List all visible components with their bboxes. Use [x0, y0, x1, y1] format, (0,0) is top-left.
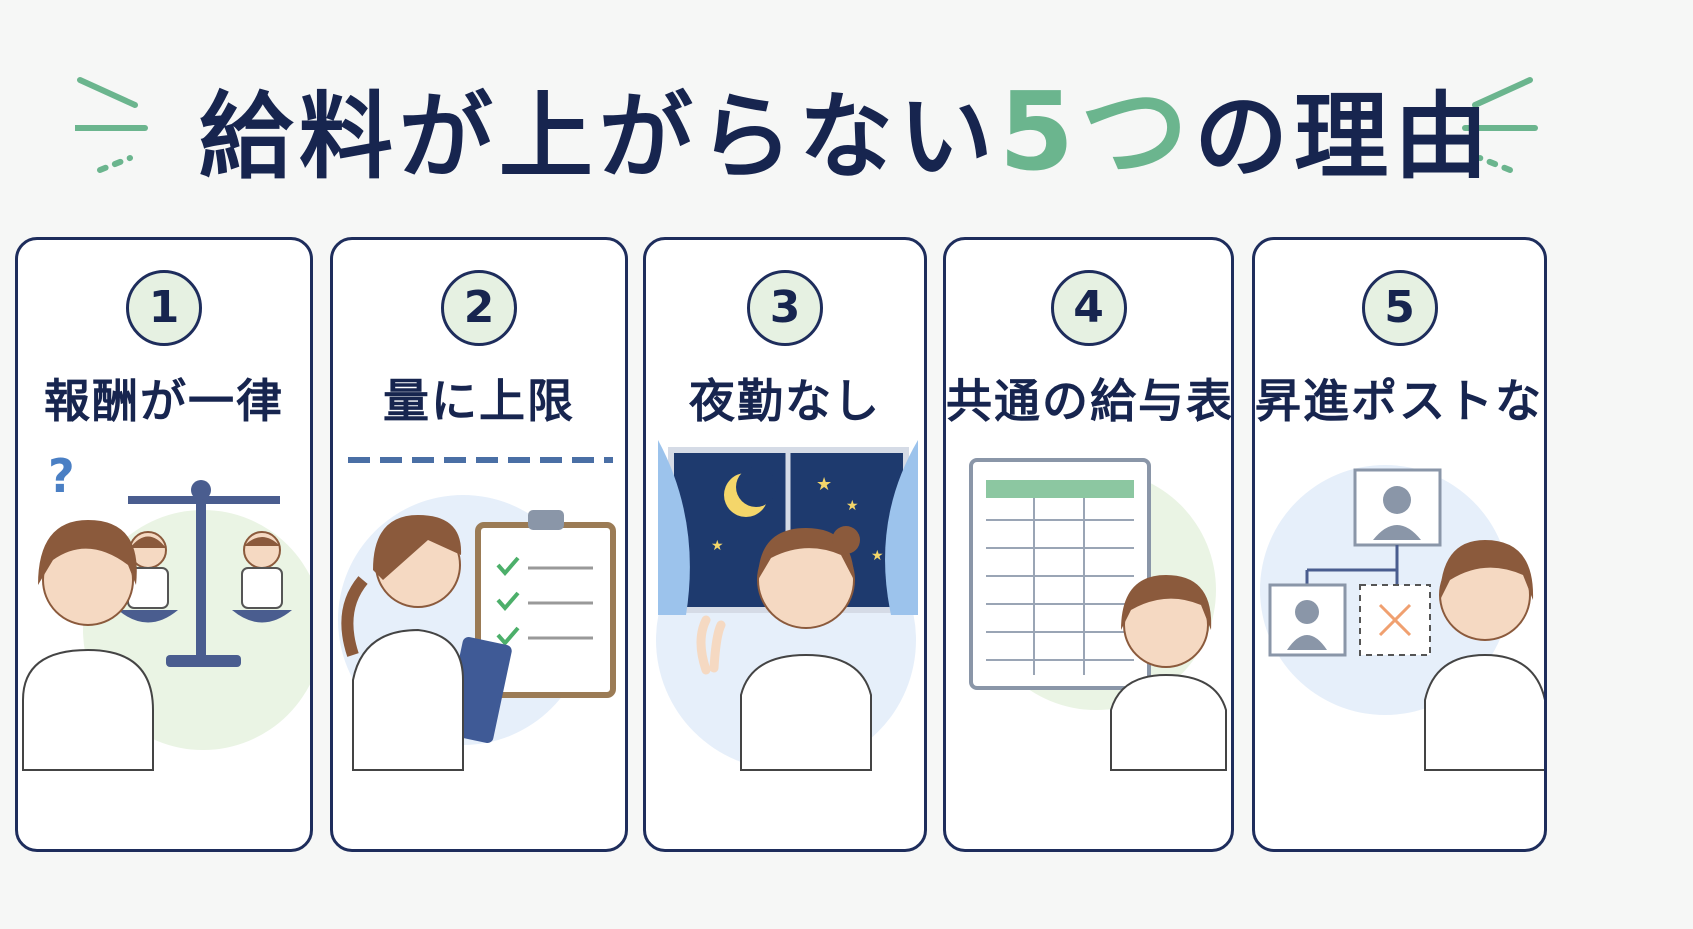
svg-text:★: ★: [846, 498, 859, 514]
balance-scale-icon: ?: [22, 449, 310, 771]
reason-label: 昇進ポストなし: [1255, 374, 1544, 428]
reason-card-1: 1 報酬が一律 ?: [15, 237, 313, 852]
reason-label: 報酬が一律: [44, 374, 284, 428]
salary-table-icon: [969, 458, 1227, 771]
right-sparkle-icon: [1462, 77, 1538, 173]
reason-card-2: 2 量に上限: [330, 237, 628, 852]
reason-number-badge: 2: [441, 270, 517, 346]
title-rest: の理由: [1194, 83, 1495, 192]
reason-card-4: 4 共通の給与表: [943, 237, 1234, 852]
reason-number-badge: 5: [1361, 270, 1438, 346]
title-main: 給料が上がらない: [198, 83, 999, 192]
reason-label: 量に上限: [383, 374, 575, 428]
clipboard-checklist-icon: [338, 457, 616, 771]
svg-text:★: ★: [711, 538, 724, 554]
reason-number-badge: 3: [747, 270, 823, 346]
svg-text:★: ★: [816, 474, 832, 495]
reason-number-badge: 1: [126, 270, 202, 346]
org-chart-icon: [1260, 465, 1544, 771]
page-title: 給料が上がらない5つの理由: [0, 78, 1693, 193]
title-tsu: つ: [1080, 70, 1195, 195]
night-window-icon: ★ ★ ★ ★: [656, 440, 918, 771]
reason-number-badge: 4: [1050, 270, 1127, 346]
title-number: 5: [998, 70, 1081, 195]
reason-label: 夜勤なし: [689, 374, 881, 428]
reason-card-3: 3 夜勤なし ★ ★ ★ ★: [643, 237, 927, 852]
svg-text:★: ★: [871, 548, 884, 564]
reason-label: 共通の給与表: [946, 374, 1234, 428]
left-sparkle-icon: [75, 77, 148, 173]
reason-card-5: 5 昇進ポストなし: [1252, 237, 1547, 852]
svg-text:?: ?: [48, 449, 75, 503]
